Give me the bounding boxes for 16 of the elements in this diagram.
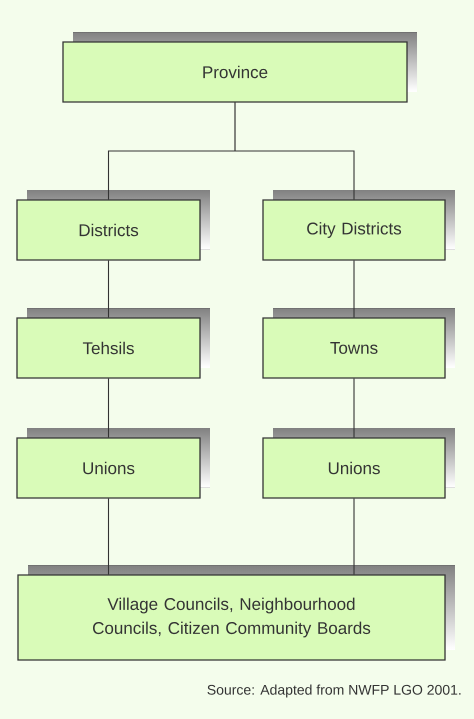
org-box: City Districts	[262, 199, 446, 261]
connector-line	[353, 498, 355, 574]
org-box: Tehsils	[16, 317, 201, 379]
source-caption: Source: Adapted from NWFP LGO 2001.	[207, 684, 460, 698]
org-box: Districts	[16, 199, 201, 261]
connector-line	[108, 498, 110, 574]
connector-line	[108, 378, 110, 438]
org-box: Towns	[262, 317, 446, 379]
org-box: Province	[62, 41, 408, 103]
connector-line	[353, 260, 355, 318]
connector-line	[108, 260, 110, 318]
connector-line	[353, 378, 355, 438]
org-box: Unions	[262, 437, 446, 499]
connector-line	[234, 102, 355, 200]
org-box: Unions	[16, 437, 201, 499]
org-box: Village Councils, Neighbourhood Councils, Citizen Community Boards	[17, 574, 446, 661]
